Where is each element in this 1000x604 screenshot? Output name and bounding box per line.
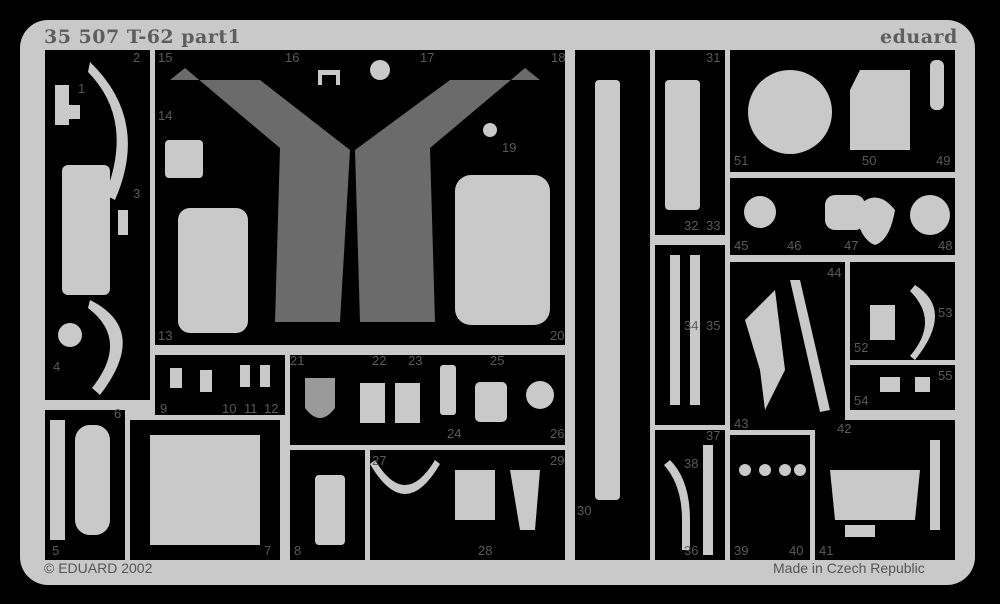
- part-number: 3: [133, 186, 141, 201]
- part-number: 49: [936, 153, 951, 168]
- part-number: 47: [844, 238, 859, 253]
- part-number: 13: [158, 328, 173, 343]
- part-number: 9: [160, 401, 168, 416]
- part-number: 20: [550, 328, 565, 343]
- part-number: 29: [550, 453, 565, 468]
- part-number: 25: [490, 353, 505, 368]
- part-number: 30: [577, 503, 592, 518]
- part-number: 46: [787, 238, 802, 253]
- part-number: 23: [408, 353, 423, 368]
- part-number: 2: [133, 50, 141, 65]
- part-number: 39: [734, 543, 749, 558]
- part-number: 45: [734, 238, 749, 253]
- part-number: 48: [938, 238, 953, 253]
- part-number: 24: [447, 426, 462, 441]
- brand-logo: eduard: [880, 26, 958, 48]
- part-number: 4: [53, 359, 61, 374]
- part-number: 55: [938, 368, 953, 383]
- part-number: 42: [837, 421, 852, 436]
- parts: [50, 60, 950, 555]
- part-number: 21: [290, 353, 305, 368]
- part-number: 38: [684, 456, 699, 471]
- part-number: 12: [264, 401, 279, 416]
- copyright: © EDUARD 2002: [44, 560, 153, 576]
- part-number: 8: [294, 543, 302, 558]
- part-number: 33: [706, 218, 721, 233]
- part-number: 14: [158, 108, 173, 123]
- part-number: 31: [706, 50, 721, 65]
- part-number: 11: [244, 401, 258, 416]
- part-number: 44: [827, 265, 842, 280]
- part-number: 54: [854, 393, 869, 408]
- part-number: 7: [264, 543, 272, 558]
- part-number: 43: [734, 416, 749, 431]
- part-number: 27: [372, 453, 387, 468]
- kit-title: 35 507 T-62 part1: [44, 26, 242, 48]
- part-number: 32: [684, 218, 699, 233]
- part-number: 40: [789, 543, 804, 558]
- part-number: 41: [819, 543, 834, 558]
- part-number: 35: [706, 318, 721, 333]
- part-number: 22: [372, 353, 387, 368]
- part-number: 17: [420, 50, 435, 65]
- part-number: 5: [52, 543, 60, 558]
- part-number: 18: [551, 50, 566, 65]
- part-number: 1: [78, 81, 86, 96]
- origin: Made in Czech Republic: [773, 560, 925, 576]
- part-number: 15: [158, 50, 173, 65]
- part-number: 52: [854, 340, 869, 355]
- part-number: 51: [734, 153, 749, 168]
- part-number: 34: [684, 318, 699, 333]
- part-number: 28: [478, 543, 493, 558]
- part-number: 36: [684, 543, 699, 558]
- part-number: 50: [862, 153, 877, 168]
- part-number: 6: [114, 406, 122, 421]
- part-number: 37: [706, 428, 721, 443]
- part-number: 16: [285, 50, 300, 65]
- part-number: 26: [550, 426, 565, 441]
- part-number: 10: [222, 401, 237, 416]
- part-number: 53: [938, 305, 953, 320]
- part-number: 19: [502, 140, 517, 155]
